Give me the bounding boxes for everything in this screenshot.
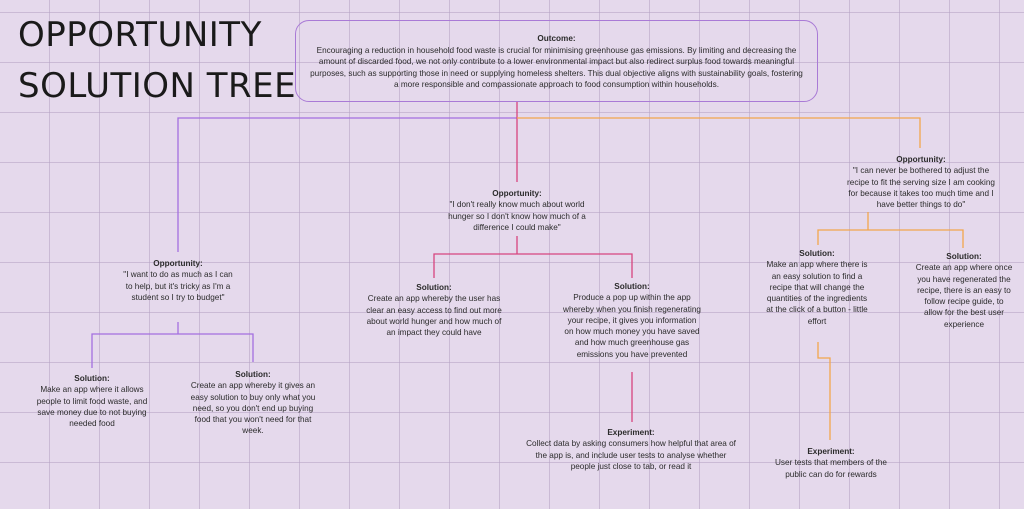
experiment-2-text: Collect data by asking consumers how hel… xyxy=(526,439,736,471)
solution-2a: Solution: Create an app whereby the user… xyxy=(362,282,506,338)
solution-3a-text: Make an app where there is an easy solut… xyxy=(766,260,868,326)
solution-2b: Solution: Produce a pop up within the ap… xyxy=(562,281,702,360)
branch-right xyxy=(517,117,964,440)
experiment-3-label: Experiment: xyxy=(807,447,855,456)
opportunity-3: Opportunity: "I can never be bothered to… xyxy=(846,154,996,210)
solution-3b-text: Create an app where once you have regene… xyxy=(915,263,1013,329)
solution-2b-label: Solution: xyxy=(614,282,650,291)
experiment-2: Experiment: Collect data by asking consu… xyxy=(524,427,738,472)
solution-1a: Solution: Make an app where it allows pe… xyxy=(36,373,148,429)
opportunity-3-label: Opportunity: xyxy=(896,155,946,164)
experiment-3: Experiment: User tests that members of t… xyxy=(764,446,898,480)
solution-1a-text: Make an app where it allows people to li… xyxy=(36,385,148,429)
solution-2a-text: Create an app whereby the user has clear… xyxy=(366,294,502,338)
branch-middle xyxy=(433,102,633,422)
title-line-1: OPPORTUNITY xyxy=(18,15,262,55)
solution-2b-text: Produce a pop up within the app whereby … xyxy=(563,293,701,359)
experiment-2-label: Experiment: xyxy=(607,428,655,437)
experiment-3-text: User tests that members of the public ca… xyxy=(775,458,887,479)
solution-3b-label: Solution: xyxy=(946,252,982,261)
outcome-text: Encouraging a reduction in household foo… xyxy=(310,45,803,90)
opportunity-2-label: Opportunity: xyxy=(492,189,542,198)
solution-1a-label: Solution: xyxy=(74,374,110,383)
solution-3a: Solution: Make an app where there is an … xyxy=(764,248,870,327)
branch-left xyxy=(91,117,517,368)
solution-1b-label: Solution: xyxy=(235,370,271,379)
opportunity-2-text: "I don't really know much about world hu… xyxy=(448,200,586,232)
solution-2a-label: Solution: xyxy=(416,283,452,292)
opportunity-1-text: "I want to do as much as I can to help, … xyxy=(123,270,233,302)
solution-3b: Solution: Create an app where once you h… xyxy=(914,251,1014,330)
opportunity-1-label: Opportunity: xyxy=(153,259,203,268)
opportunity-2: Opportunity: "I don't really know much a… xyxy=(440,188,594,233)
opportunity-1: Opportunity: "I want to do as much as I … xyxy=(120,258,236,303)
solution-3a-label: Solution: xyxy=(799,249,835,258)
solution-1b: Solution: Create an app whereby it gives… xyxy=(186,369,320,437)
opportunity-3-text: "I can never be bothered to adjust the r… xyxy=(847,166,995,210)
outcome-label: Outcome: xyxy=(537,34,576,43)
outcome-box: Outcome: Encouraging a reduction in hous… xyxy=(295,20,818,102)
diagram-title: OPPORTUNITY SOLUTION TREE xyxy=(18,10,296,112)
title-line-2: SOLUTION TREE xyxy=(18,66,297,106)
solution-1b-text: Create an app whereby it gives an easy s… xyxy=(190,381,316,436)
